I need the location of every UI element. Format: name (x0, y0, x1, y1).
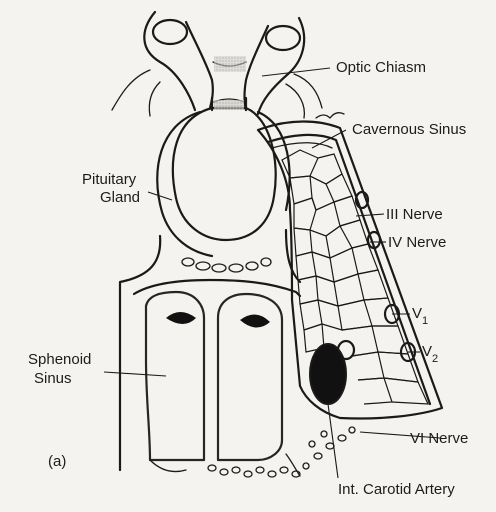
label-iv-nerve: IV Nerve (388, 234, 446, 251)
pituitary-gland (157, 98, 289, 256)
label-pituitary-line2: Gland (100, 189, 140, 206)
label-vi-nerve: VI Nerve (410, 430, 468, 447)
label-sphenoid-line1: Sphenoid (28, 351, 91, 368)
label-sphenoid-line2: Sinus (34, 370, 72, 387)
label-int-carotid-artery: Int. Carotid Artery (338, 481, 455, 498)
label-panel-a: (a) (48, 453, 66, 470)
trabecular-network (282, 150, 428, 404)
internal-carotid-artery (310, 344, 346, 404)
label-iii-nerve: III Nerve (386, 206, 443, 223)
label-optic-chiasm: Optic Chiasm (336, 59, 426, 76)
label-v1: V1 (412, 305, 428, 327)
labels: Optic Chiasm Cavernous Sinus Pituitary G… (28, 59, 468, 498)
label-pituitary-line1: Pituitary (82, 171, 137, 188)
label-cavernous-sinus: Cavernous Sinus (352, 121, 466, 138)
cavernous-sinus (258, 122, 442, 419)
